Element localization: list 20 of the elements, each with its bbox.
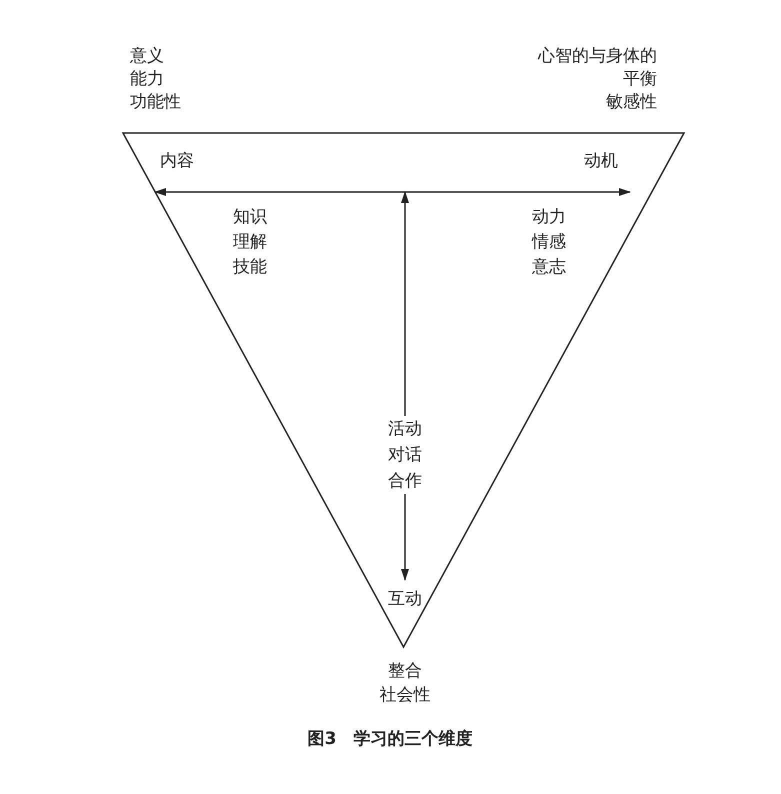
list-item: 理解 (233, 231, 267, 253)
dimension-label: 动机 (584, 150, 618, 172)
dimension-attribute: 整合 (388, 660, 422, 682)
double-arrow (154, 188, 631, 196)
dimension-attribute: 功能性 (130, 91, 181, 113)
dimension-attribute: 能力 (130, 68, 164, 90)
list-item: 知识 (233, 206, 267, 228)
list-item: 意志 (532, 256, 566, 278)
figure-caption: 图3 学习的三个维度 (308, 728, 472, 750)
dimension-attribute: 心智的与身体的 (538, 45, 657, 67)
edge-label: 活动对话合作 (386, 416, 424, 494)
dimension-label: 互动 (388, 588, 422, 610)
dimension-attribute: 平衡 (623, 68, 657, 90)
dimension-attribute: 社会性 (380, 684, 430, 706)
dimension-attribute: 敏感性 (606, 91, 657, 113)
list-item: 情感 (532, 231, 566, 253)
dimension-attribute: 意义 (130, 45, 164, 67)
dimension-label: 内容 (160, 150, 194, 172)
list-item: 技能 (233, 256, 267, 278)
list-item: 动力 (532, 206, 566, 228)
